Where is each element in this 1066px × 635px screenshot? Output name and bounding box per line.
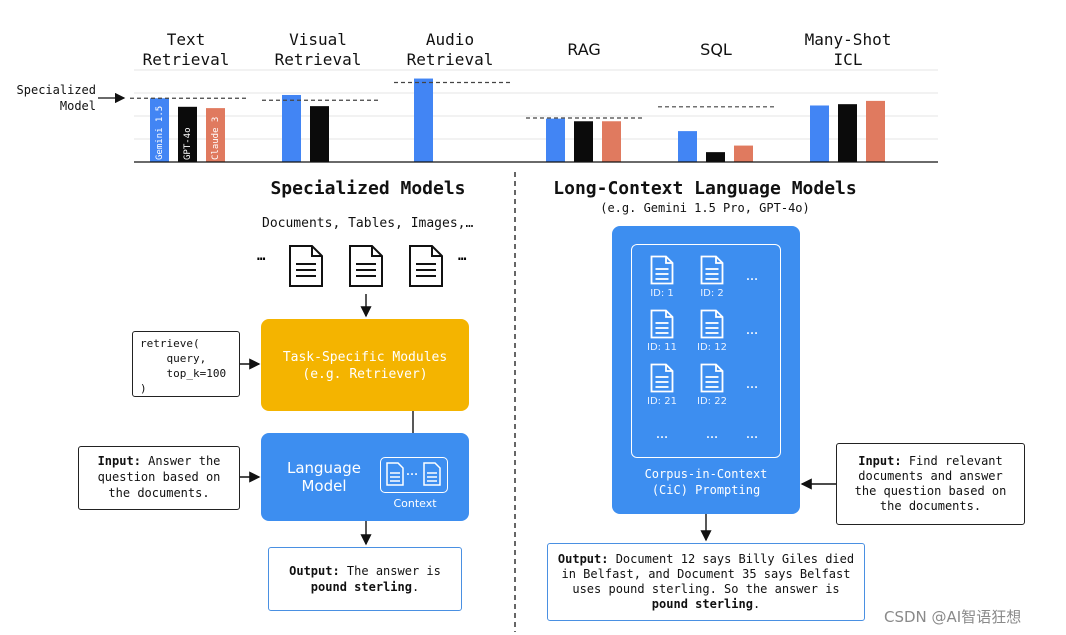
context-docs-box: … [380,457,448,493]
bar-label-claude: Claude 3 [211,116,221,160]
left-output-box: Output: The answer is pound sterling. [268,547,462,611]
cic-label: Corpus-in-Context (CiC) Prompting [644,467,768,497]
watermark: CSDN @AI智语狂想 [884,608,1022,626]
context-document-icon [386,462,404,486]
bar-gemini-1-5 [282,94,301,162]
corpus-ellipsis: … [746,323,758,337]
language-model-box: Language Model … Context [261,433,469,521]
retrieve-code: retrieve( query, top_k=100 ) [140,337,227,395]
language-model-label: Language Model [286,459,362,495]
document-icon [349,245,383,287]
bar-label-gemini: Gemini 1.5 [155,105,165,160]
right-input-box: Input: Find relevant documents and answe… [836,443,1025,525]
corpus-document-id: ID: 21 [647,396,677,407]
corpus-document-id: ID: 2 [700,288,724,299]
benchmark-bars-svg [98,69,938,163]
column-label-rag: RAG [567,40,601,59]
corpus-document-icon [700,363,724,398]
cic-box: ID: 1 ID: 2 ID: 11 ID: 12 ID: 21 ID: 22 … … … … … …… [612,226,800,514]
docs-ellipsis-left: … [257,248,266,264]
document-icon [409,245,443,287]
right-output-box: Output: Document 12 says Billy Giles die… [547,543,865,621]
right-output-text: Output: Document 12 says Billy Giles die… [557,552,855,611]
left-input-box: Input: Answer the question based on the … [78,446,240,510]
bar-gpt-4o [574,121,593,162]
bar-gemini-1-5 [414,78,433,162]
section-divider [514,172,516,632]
corpus-documents-frame: ID: 1 ID: 2 ID: 11 ID: 12 ID: 21 ID: 22 … … … … … … [631,244,781,458]
task-specific-modules-label: Task-Specific Modules (e.g. Retriever) [282,350,448,382]
right-section-title: Long-Context Language Models [553,178,857,199]
corpus-document-id: ID: 12 [697,342,727,353]
bar-gemini-1-5 [546,118,565,162]
corpus-document-id: ID: 22 [697,396,727,407]
column-label-text-retrieval: Text Retrieval [142,30,230,69]
bar-gpt-4o [310,106,329,162]
left-section-title: Specialized Models [270,178,466,199]
corpus-document-id: ID: 1 [650,288,674,299]
bar-gpt-4o [706,152,725,162]
right-section-subtitle: (e.g. Gemini 1.5 Pro, GPT-4o) [600,201,810,215]
left-input-text: Input: Answer the question based on the … [97,454,221,500]
context-label: Context [393,497,437,510]
bar-gemini-1-5 [150,98,169,162]
corpus-document-icon [650,255,674,290]
corpus-document-icon [700,255,724,290]
corpus-ellipsis: … [706,427,718,441]
bar-gemini-1-5 [678,131,697,162]
context-ellipsis: … [406,464,418,478]
corpus-ellipsis: … [656,427,668,441]
context-document-icon [423,462,441,486]
column-label-sql: SQL [700,40,732,59]
corpus-ellipsis: … [746,269,758,283]
bar-claude-3 [206,108,225,162]
column-label-audio-retrieval: Audio Retrieval [406,30,494,69]
left-output-text: Output: The answer is pound sterling. [289,564,441,594]
bar-label-gpt: GPT-4o [183,127,193,160]
specialized-model-label: Specialized Model [16,83,96,113]
bar-claude-3 [866,100,885,162]
docs-ellipsis-right: … [458,248,467,264]
corpus-document-id: ID: 11 [647,342,677,353]
bar-gpt-4o [178,106,197,162]
corpus-ellipsis: … [746,377,758,391]
task-specific-modules-box: Task-Specific Modules (e.g. Retriever) [261,319,469,411]
documents-label: Documents, Tables, Images,… [262,216,474,231]
corpus-document-icon [700,309,724,344]
bar-claude-3 [602,121,621,162]
column-label-many-shot-icl: Many-Shot ICL [804,30,892,69]
retrieve-code-box: retrieve( query, top_k=100 ) [132,331,240,397]
corpus-document-icon [650,363,674,398]
bar-claude-3 [734,145,753,162]
bar-gpt-4o [838,104,857,162]
corpus-ellipsis: … [746,427,758,441]
column-label-visual-retrieval: Visual Retrieval [274,30,362,69]
right-input-text: Input: Find relevant documents and answe… [854,454,1007,513]
corpus-document-icon [650,309,674,344]
document-icon [289,245,323,287]
bar-gemini-1-5 [810,105,829,162]
